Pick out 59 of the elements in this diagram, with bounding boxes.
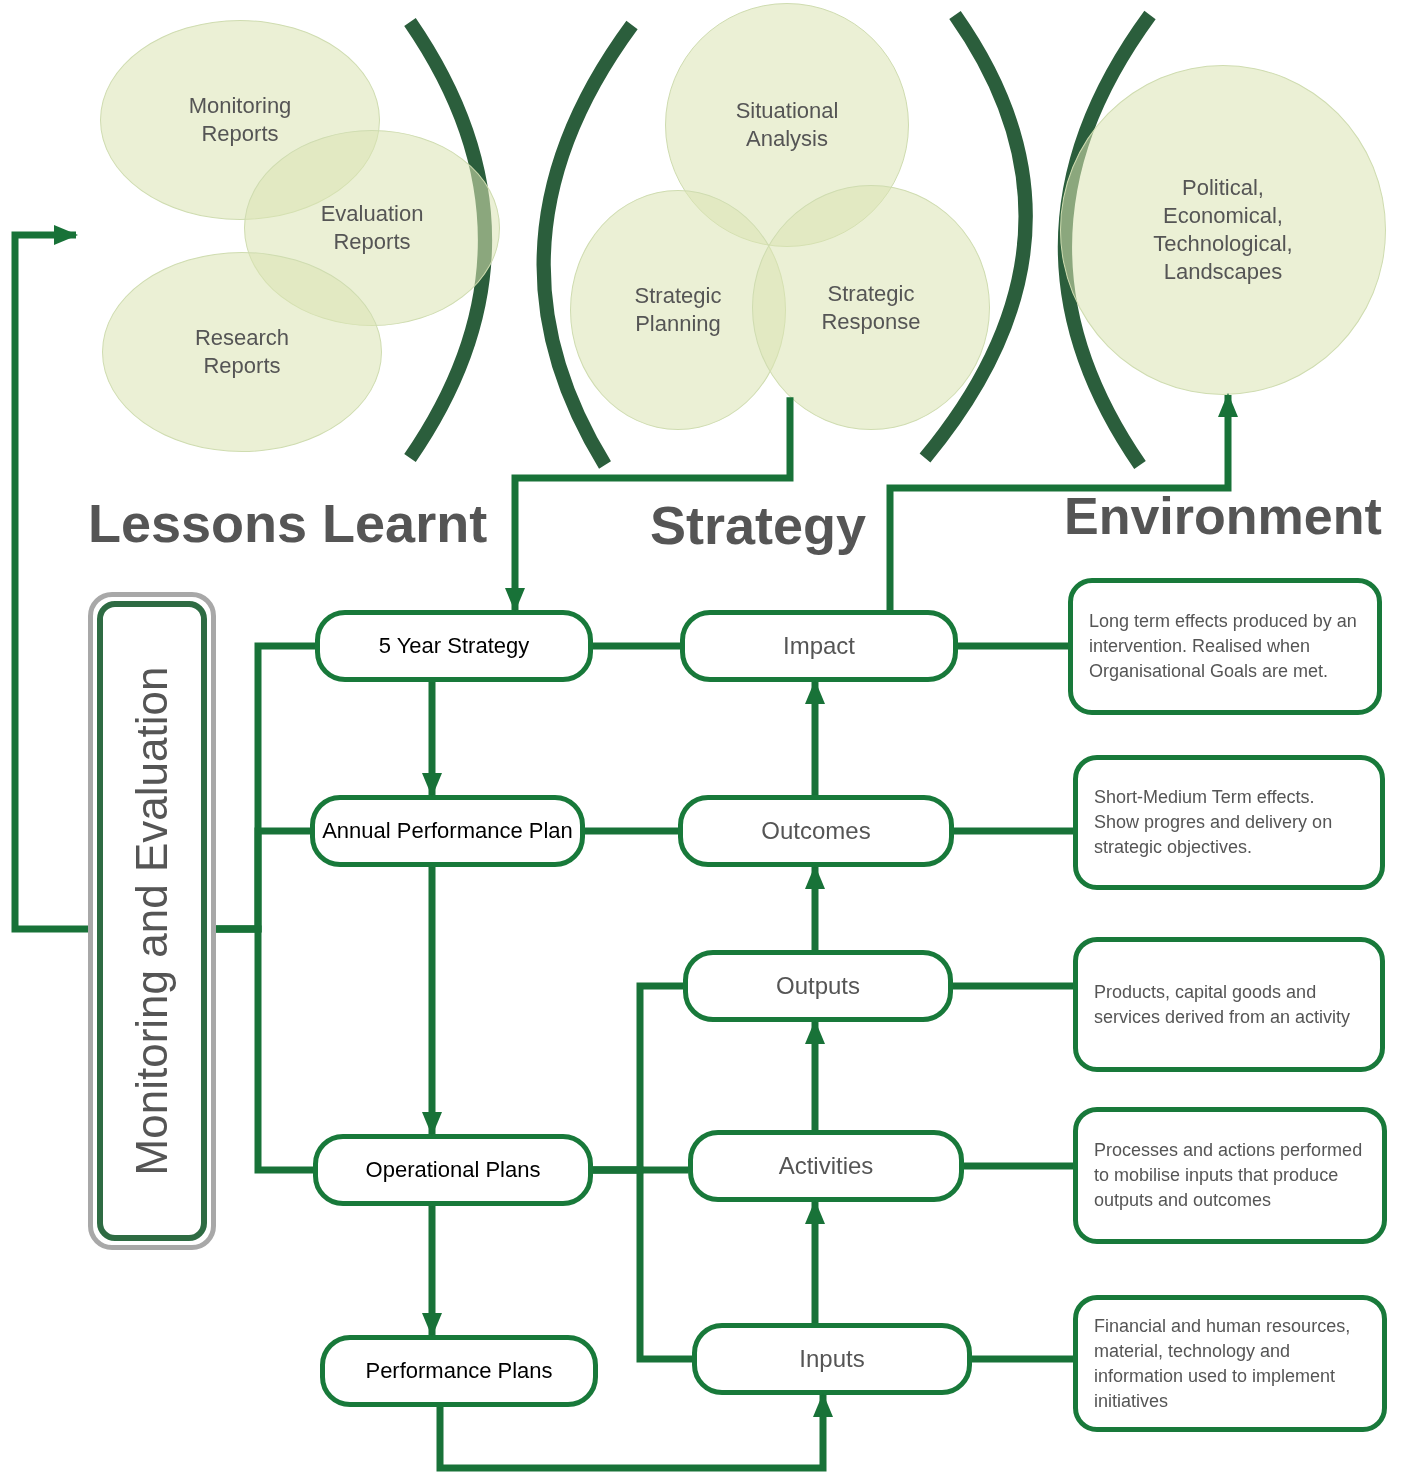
connector-line bbox=[958, 642, 1068, 650]
connector-line bbox=[972, 1355, 1073, 1363]
stage-box bbox=[692, 1323, 972, 1395]
stage-box bbox=[680, 610, 958, 682]
section-heading: Environment bbox=[1064, 490, 1382, 542]
vertical-panel bbox=[88, 592, 216, 1250]
description-box bbox=[1073, 937, 1385, 1072]
arrow bbox=[11, 225, 88, 933]
section-heading: Lessons Learnt bbox=[88, 496, 488, 550]
description-text: Short-Medium Term effects. Show progres and delivery on strategic objectives. bbox=[1094, 786, 1334, 859]
arrow bbox=[805, 1020, 825, 1130]
stage-label: Operational Plans bbox=[365, 1157, 541, 1183]
description-box bbox=[1073, 1295, 1387, 1432]
arrow bbox=[422, 1206, 442, 1337]
arrow bbox=[805, 865, 825, 950]
stage-label: Outputs bbox=[775, 971, 860, 1001]
stage-label: Inputs bbox=[799, 1344, 865, 1374]
connector-line bbox=[954, 827, 1073, 835]
circle-label: Evaluation Reports bbox=[319, 200, 425, 256]
connector-line bbox=[964, 1162, 1073, 1170]
circle-label: Monitoring Reports bbox=[187, 92, 293, 148]
description-text: Processes and actions performed to mobilise inputs that produce outputs and outcomes bbox=[1094, 1139, 1364, 1212]
connector-line bbox=[593, 1166, 692, 1363]
stage-label: Impact bbox=[783, 631, 855, 661]
stage-box bbox=[688, 1130, 964, 1202]
circle-label: Situational Analysis bbox=[734, 97, 840, 153]
circle-label: Research Reports bbox=[193, 324, 291, 380]
stage-label: Annual Performance Plan bbox=[322, 818, 573, 844]
circle-label: Strategic Planning bbox=[633, 282, 723, 338]
description-text: Financial and human resources, material, technology and information used to implement initiatives bbox=[1094, 1314, 1352, 1413]
connector-line bbox=[216, 925, 313, 1174]
stage-box bbox=[683, 950, 953, 1022]
stage-label: 5 Year Strategy bbox=[378, 633, 530, 659]
circle-label: Strategic Response bbox=[820, 279, 922, 336]
description-text: Long term effects produced by an intervention. Realised when Organisational Goals are met. bbox=[1089, 610, 1358, 683]
arrow bbox=[805, 680, 825, 795]
connector-line bbox=[953, 982, 1073, 990]
stage-box bbox=[320, 1335, 598, 1407]
description-box bbox=[1068, 578, 1382, 715]
description-box bbox=[1073, 755, 1385, 890]
stage-box bbox=[678, 795, 954, 867]
connector-line bbox=[585, 827, 678, 835]
stage-label: Performance Plans bbox=[365, 1358, 553, 1384]
arrow bbox=[805, 1200, 825, 1323]
connector-line bbox=[593, 642, 680, 650]
stage-label: Activities bbox=[778, 1151, 874, 1181]
stage-label: Outcomes bbox=[761, 816, 871, 846]
arrow bbox=[422, 682, 442, 797]
stage-box bbox=[315, 610, 593, 682]
arrow bbox=[505, 397, 794, 612]
panel-label: Monitoring and Evaluation bbox=[130, 666, 174, 1176]
arrow bbox=[422, 867, 442, 1136]
description-box bbox=[1073, 1107, 1387, 1244]
stage-box bbox=[310, 795, 585, 867]
description-text: Products, capital goods and services derived from an activity bbox=[1094, 980, 1352, 1029]
circle-label: Political, Economical, Technological, Landscapes bbox=[1152, 174, 1294, 286]
arrow bbox=[886, 392, 1238, 610]
arrow bbox=[436, 1393, 833, 1472]
stage-box bbox=[313, 1134, 593, 1206]
